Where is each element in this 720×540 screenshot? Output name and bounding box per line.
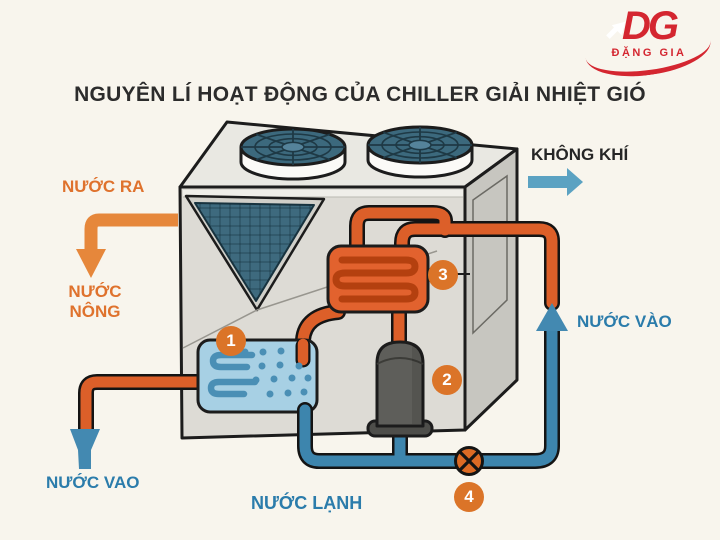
step-badge-evaporator: 1 (216, 326, 246, 356)
step-badge-valve: 4 (454, 482, 484, 512)
water-in-down-arrow-icon (70, 429, 100, 469)
water-in-up-arrow-icon (536, 303, 568, 331)
expansion-valve (454, 446, 484, 476)
cabinet-top-band (183, 190, 463, 197)
evaporator (196, 338, 319, 414)
evaporator-bubbles (241, 347, 312, 398)
label-water-in-left: NƯỚC VAO (46, 473, 140, 492)
fan-right-icon (366, 125, 474, 179)
side-access-panel (472, 174, 508, 335)
company-logo: DG ĐẶNG GIA (582, 4, 714, 84)
label-hot-water: NƯỚC NÔNG (68, 282, 122, 322)
label-water-in-right: NƯỚC VÀO (577, 312, 672, 331)
label-water-out: NƯỚC RA (62, 177, 145, 196)
chilled-water-pipes (297, 322, 560, 469)
valve-cross-icon (459, 451, 479, 471)
compressor (366, 340, 434, 438)
water-out-arrow-icon (76, 213, 178, 278)
label-cold-water: NƯỚC LẠNH (251, 493, 363, 513)
evaporator-coil (207, 351, 259, 398)
step-badge-condenser: 3 (428, 260, 458, 290)
page-title: NGUYÊN LÍ HOẠT ĐỘNG CỦA CHILLER GIẢI NHI… (74, 83, 646, 106)
intake-grille (184, 194, 326, 312)
label-air: KHÔNG KHÍ (531, 145, 629, 164)
step-badge-compressor: 2 (432, 365, 462, 395)
condenser-coil (326, 244, 430, 314)
air-arrow-icon (528, 168, 583, 196)
logo-initials: DG (622, 4, 679, 48)
fan-left-icon (239, 127, 347, 181)
logo-name: ĐẶNG GIA (611, 47, 687, 59)
hot-refrigerant-pipes (78, 205, 560, 437)
